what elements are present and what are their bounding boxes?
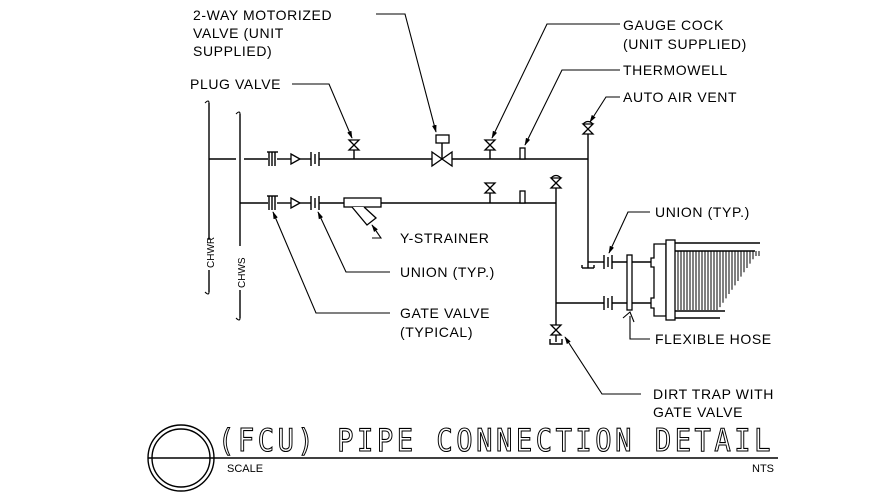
- callout-union-right: UNION (TYP.): [655, 204, 750, 220]
- check-valve-supply: [290, 196, 302, 210]
- callout-motorized-valve: 2-WAY MOTORIZED VALVE (UNIT SUPPLIED): [193, 7, 332, 59]
- callout-plug-valve: PLUG VALVE: [190, 76, 281, 92]
- chwr-header: [204, 100, 210, 295]
- motorized-valve: [431, 134, 453, 168]
- svg-text:DIRT TRAP WITH: DIRT TRAP WITH: [653, 386, 774, 402]
- supply-line: [240, 185, 557, 325]
- chws-label: CHWS: [237, 257, 248, 288]
- chws-header: [235, 111, 241, 321]
- svg-text:2-WAY MOTORIZED: 2-WAY MOTORIZED: [193, 7, 332, 23]
- plug-valve: [347, 139, 361, 159]
- gate-valve-supply: [267, 195, 278, 210]
- auto-air-vent-return: [581, 120, 595, 135]
- svg-text:GATE VALVE: GATE VALVE: [400, 305, 490, 321]
- scale-label: SCALE: [227, 463, 263, 475]
- callout-gate-valve: GATE VALVE (TYPICAL): [400, 305, 490, 340]
- callout-flexible-hose: FLEXIBLE HOSE: [655, 331, 772, 347]
- y-strainer: [343, 197, 382, 226]
- gauge-cock-supply: [483, 182, 497, 203]
- callout-gauge-cock: GAUGE COCK (UNIT SUPPLIED): [623, 17, 747, 52]
- chwr-label: CHWR: [206, 237, 217, 268]
- callout-thermowell: THERMOWELL: [623, 62, 728, 78]
- flexible-hose: [626, 254, 633, 311]
- gate-valve-return: [267, 151, 278, 166]
- check-valve-return: [290, 152, 302, 166]
- union-coil-bottom: [603, 296, 613, 310]
- svg-text:GATE VALVE: GATE VALVE: [653, 404, 743, 420]
- svg-text:GAUGE COCK: GAUGE COCK: [623, 17, 724, 33]
- svg-text:(UNIT SUPPLIED): (UNIT SUPPLIED): [623, 36, 747, 52]
- fcu-coil: [650, 239, 760, 321]
- dirt-trap: [549, 324, 563, 345]
- callout-dirt-trap: DIRT TRAP WITH GATE VALVE: [653, 386, 774, 420]
- union-coil-top: [603, 255, 613, 269]
- svg-text:VALVE (UNIT: VALVE (UNIT: [193, 25, 284, 41]
- svg-text:(TYPICAL): (TYPICAL): [400, 324, 473, 340]
- drawing-title: (FCU) PIPE CONNECTION DETAIL: [218, 423, 774, 459]
- auto-air-vent-supply: [549, 174, 563, 189]
- thermowell-supply: [519, 190, 526, 204]
- svg-text:SUPPLIED): SUPPLIED): [193, 43, 272, 59]
- callout-y-strainer: Y-STRAINER: [400, 230, 490, 246]
- flexible-hose-break: [622, 311, 635, 323]
- callout-auto-air-vent: AUTO AIR VENT: [623, 89, 737, 105]
- thermowell-return: [519, 147, 526, 160]
- return-coil-branch: [581, 261, 654, 269]
- union-supply: [310, 196, 320, 210]
- union-return: [310, 152, 320, 166]
- callout-union-left: UNION (TYP.): [400, 264, 495, 280]
- gauge-cock-return: [483, 139, 497, 159]
- scale-value: NTS: [752, 463, 774, 475]
- leaders: [272, 13, 650, 395]
- return-line: [209, 130, 589, 268]
